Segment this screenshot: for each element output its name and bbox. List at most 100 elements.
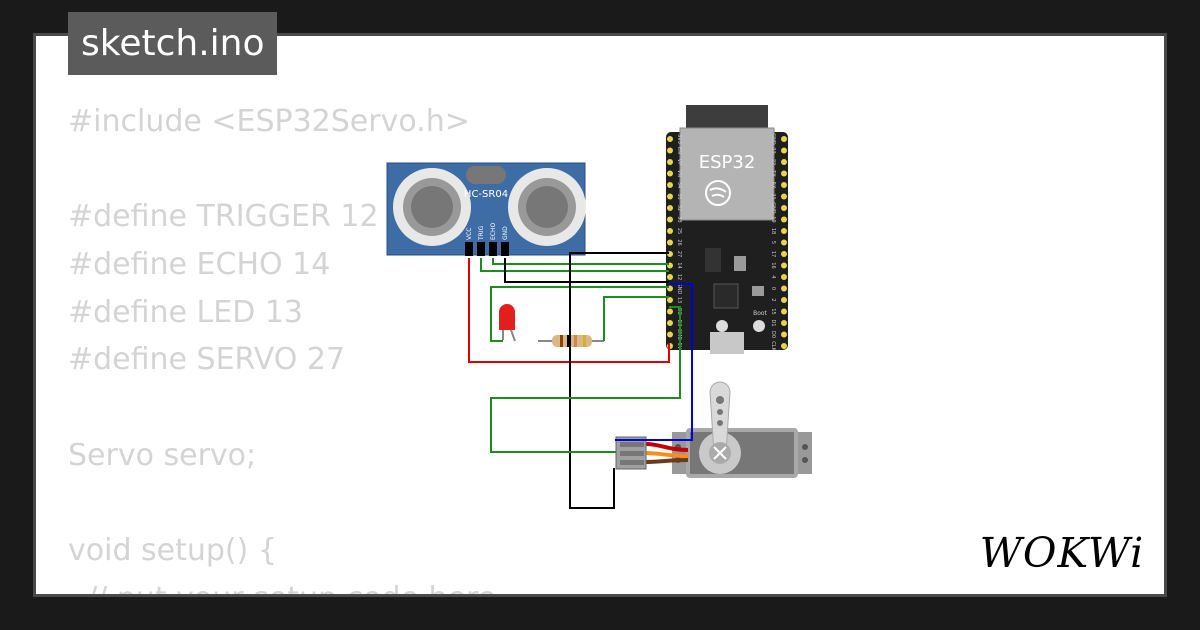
esp32-pin-label: 34 <box>676 182 682 188</box>
esp32-pin-label: 35 <box>676 193 682 199</box>
code-line: #include <ESP32Servo.h> <box>68 104 470 139</box>
esp32-pin-label: 12 <box>676 274 682 280</box>
espressif-logo-icon <box>705 180 731 206</box>
esp32-pin[interactable] <box>781 251 787 257</box>
esp32-pin[interactable] <box>781 343 787 349</box>
esp32-pin-label: 19 <box>770 216 776 222</box>
esp32-pin-label: RX <box>770 182 776 189</box>
en-button-icon[interactable] <box>716 320 728 332</box>
esp32-pin[interactable] <box>781 262 787 269</box>
esp32-pin[interactable] <box>667 216 673 223</box>
wire-echo-green <box>492 258 669 265</box>
esp32-pin-label: 33 <box>676 216 682 222</box>
esp32-pin[interactable] <box>667 331 673 338</box>
esp32-pin-label: 26 <box>676 239 682 245</box>
esp32-pin[interactable] <box>781 136 787 142</box>
esp32-pin[interactable] <box>781 228 787 234</box>
boot-button-label: Boot <box>753 310 767 317</box>
wire-trig-green <box>480 258 669 272</box>
esp32-pin[interactable] <box>667 193 673 200</box>
esp32-pin[interactable] <box>781 182 787 188</box>
esp32-pin[interactable] <box>667 320 673 326</box>
code-preview: #include <ESP32Servo.h> #define TRIGGER 1… <box>68 98 496 594</box>
esp32-pin-label: 32 <box>676 205 682 211</box>
code-line: Servo servo; <box>68 437 257 473</box>
file-tab[interactable]: sketch.ino <box>68 12 278 75</box>
code-line: #define LED 13 <box>68 294 304 330</box>
esp32-pin-label: 13 <box>676 297 682 303</box>
sensor-pin-label: VCC <box>466 228 473 240</box>
esp32-pin-label: GND <box>770 202 776 214</box>
esp32-pin[interactable] <box>667 182 673 188</box>
esp32-pin[interactable] <box>781 320 787 326</box>
wokwi-logo: WOKWi <box>980 529 1144 577</box>
esp32-pin[interactable] <box>781 205 787 211</box>
esp32-pin[interactable] <box>781 159 787 165</box>
wire-resistor-green <box>603 296 669 341</box>
sensor-pin-label: GND <box>502 226 509 240</box>
wire-servo-blue <box>615 283 693 441</box>
esp32-pin[interactable] <box>781 297 787 303</box>
esp32-pin-label: 18 <box>770 228 776 234</box>
esp32-pin-label: CLK <box>770 341 776 351</box>
esp32-pin-label: 3V3 <box>676 134 682 144</box>
esp32-pin[interactable] <box>781 308 787 315</box>
code-line: #define ECHO 14 <box>68 247 331 283</box>
wire-gnd-black <box>504 258 669 283</box>
code-line: // put your setup code here <box>68 575 496 594</box>
esp32-pin-label: 17 <box>770 251 776 257</box>
esp32-pin-label: 25 <box>676 228 682 234</box>
esp32-pin-label: GND <box>676 283 682 295</box>
esp32-label: ESP32 <box>699 152 756 173</box>
esp32-pin[interactable] <box>781 147 787 154</box>
esp32-pin[interactable] <box>781 239 787 246</box>
usb-port-icon <box>710 332 744 354</box>
esp32-pin-label: 21 <box>770 193 776 199</box>
esp32-pin[interactable] <box>667 274 673 280</box>
esp32-pin[interactable] <box>667 308 673 315</box>
wires <box>468 252 693 509</box>
esp32-pin[interactable] <box>781 331 787 338</box>
red-led[interactable] <box>499 304 516 342</box>
esp32-pin-label: 2 <box>770 298 776 301</box>
sensor-pin-label: ECHO <box>490 223 497 240</box>
esp32-pin[interactable] <box>781 216 787 223</box>
sensor-pin[interactable] <box>501 242 509 256</box>
esp32-pin[interactable] <box>667 239 673 246</box>
esp32-pin-label: 27 <box>676 251 682 257</box>
esp32-pin-label: VN <box>676 170 682 177</box>
wire-led-green <box>490 286 669 342</box>
esp32-board[interactable]: ESP32 Boot 3V3ENVPVN343532332526271412GN… <box>666 105 788 354</box>
esp32-pin-label: 0 <box>770 287 776 290</box>
esp32-pin-label: D0 <box>770 331 776 338</box>
esp32-pin[interactable] <box>667 228 673 234</box>
esp32-pin[interactable] <box>667 159 673 165</box>
esp32-pin[interactable] <box>781 193 787 200</box>
esp32-pin[interactable] <box>781 285 787 292</box>
sensor-pin[interactable] <box>465 242 473 256</box>
esp32-pin-label: 22 <box>770 159 776 165</box>
esp32-pin-label: TX <box>770 169 776 177</box>
esp32-pin[interactable] <box>667 297 673 303</box>
hc-sr04-pins: VCC TRIG ECHO GND <box>465 223 509 256</box>
esp32-pin[interactable] <box>781 274 787 280</box>
sensor-pin-label: TRIG <box>478 225 485 241</box>
code-line: #define TRIGGER 12 <box>68 199 379 235</box>
boot-button-icon[interactable] <box>753 320 765 332</box>
sensor-pin[interactable] <box>489 242 497 256</box>
code-line: #define SERVO 27 <box>68 342 346 378</box>
esp32-pin-label: EN <box>676 147 682 154</box>
esp32-pin-label: 15 <box>770 308 776 314</box>
esp32-pin[interactable] <box>667 136 673 142</box>
servo-motor[interactable] <box>615 381 812 478</box>
esp32-pin[interactable] <box>667 205 673 211</box>
esp32-pin-label: 5 <box>770 241 776 244</box>
esp32-pin[interactable] <box>667 170 673 177</box>
esp32-pin[interactable] <box>781 170 787 177</box>
esp32-pin[interactable] <box>667 147 673 154</box>
esp32-pin-label: 16 <box>770 262 776 268</box>
sensor-pin[interactable] <box>477 242 485 256</box>
